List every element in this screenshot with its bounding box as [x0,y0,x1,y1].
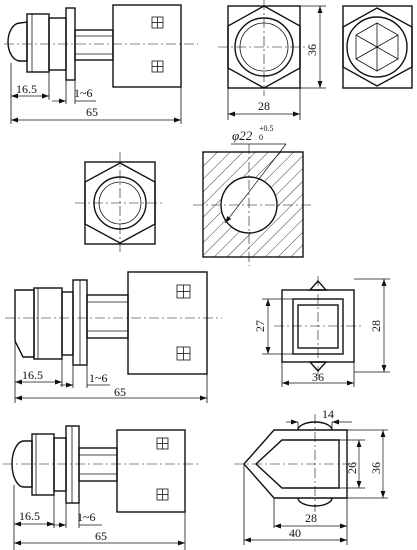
side-view-1: 16.5 1~6 65 [4,4,198,124]
dim-mid-28: 28 [305,511,317,525]
side-view-2: 16.5 1~6 65 [5,271,222,403]
dim-total-65: 65 [114,385,126,399]
hex-front-view: 36 28 [218,0,326,120]
dim-width-28: 28 [258,99,270,113]
dim-inner-26: 26 [345,462,359,474]
square-front-view: 27 28 36 [253,276,390,387]
dim-inner-27: 27 [253,320,267,332]
dim-gap-1-6: 1~6 [74,86,93,100]
tol-upper: +0.5 [259,124,274,133]
dim-length-16-5: 16.5 [22,368,43,382]
dim-width-36: 36 [312,370,324,384]
dim-height-36: 36 [305,44,319,56]
dim-gap-1-6: 1~6 [89,371,108,385]
dim-length-16-5: 16.5 [16,82,37,96]
pointed-plan-view: 14 26 36 28 40 [234,407,388,545]
dim-hole-dia-22: φ22 [232,128,253,143]
panel-cutout-section: φ22 +0.5 0 [193,124,313,266]
hex-front-view-2 [75,152,165,254]
dim-gap-1-6: 1~6 [77,510,96,524]
tol-lower: 0 [259,133,263,142]
dim-outer-36: 36 [369,462,383,474]
hex-rear-view [342,5,413,89]
dim-outer-28: 28 [369,320,383,332]
dim-total-65: 65 [86,105,98,119]
dim-total-65: 65 [95,529,107,543]
dim-top-14: 14 [322,407,334,421]
dim-length-16-5: 16.5 [19,509,40,523]
dim-total-40: 40 [289,526,301,540]
side-view-3: 16.5 1~6 65 [3,425,200,550]
